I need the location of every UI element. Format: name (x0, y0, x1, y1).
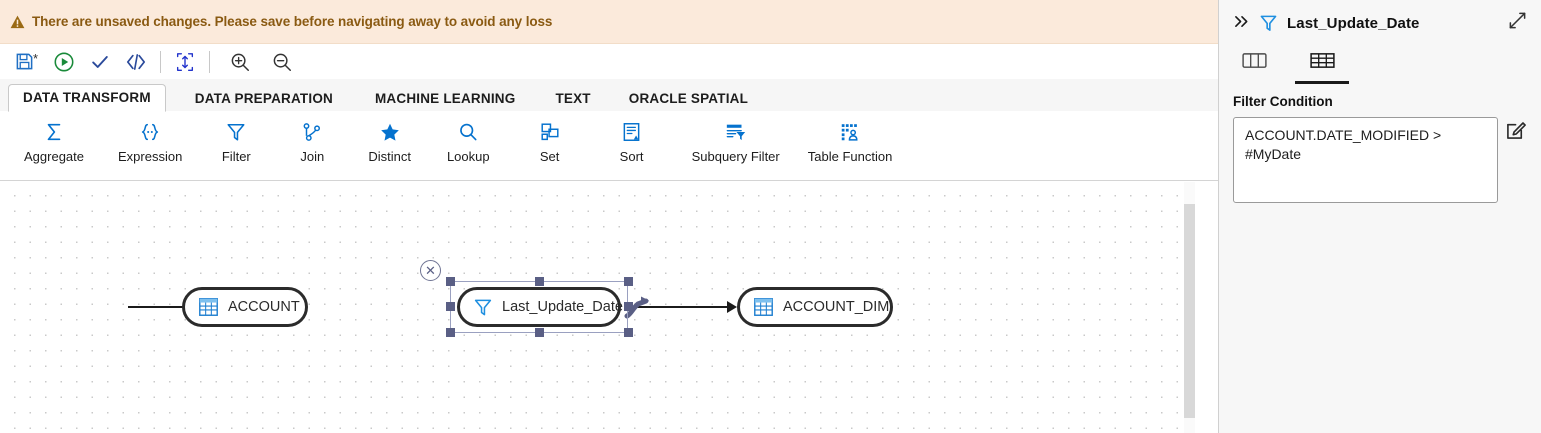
operator-distinct-label: Distinct (368, 149, 411, 164)
resize-handle-n[interactable] (535, 277, 544, 286)
operator-table-function-label: Table Function (807, 149, 893, 164)
subquery-filter-icon (724, 120, 748, 144)
node-account-dim[interactable]: ACCOUNT_DIM (737, 287, 893, 327)
properties-panel-tabs (1219, 46, 1541, 84)
zoom-in-icon[interactable] (222, 45, 258, 78)
operator-set[interactable]: Set (520, 117, 580, 164)
code-icon[interactable] (118, 45, 154, 78)
filter-condition-row: ACCOUNT.DATE_MODIFIED > #MyDate (1233, 117, 1527, 203)
operator-aggregate-label: Aggregate (24, 149, 84, 164)
funnel-icon (474, 298, 492, 317)
operator-distinct[interactable]: Distinct (358, 117, 421, 164)
table-function-icon (839, 120, 861, 144)
tab-data-preparation[interactable]: DATA PREPARATION (194, 91, 333, 106)
columns-icon (1241, 51, 1267, 75)
resize-handle-ne[interactable] (624, 277, 633, 286)
chevron-double-right-icon[interactable] (1233, 14, 1250, 33)
resize-handle-nw[interactable] (446, 277, 455, 286)
validate-check-icon[interactable] (82, 45, 118, 78)
zoom-out-icon[interactable] (264, 45, 300, 78)
properties-panel-title: Last_Update_Date (1287, 14, 1420, 32)
resize-handle-s[interactable] (535, 328, 544, 337)
funnel-icon (226, 120, 246, 144)
table-icon (199, 298, 218, 316)
magnifier-icon (457, 120, 479, 144)
operator-expression-label: Expression (118, 149, 183, 164)
operator-filter[interactable]: Filter (206, 117, 266, 164)
save-icon[interactable] (6, 45, 42, 78)
join-icon (301, 120, 323, 144)
dirty-marker: * (33, 50, 39, 66)
canvas-area: ✕ ACCOUNT (0, 182, 1218, 433)
operator-table-function[interactable]: Table Function (798, 117, 903, 164)
table-icon (754, 298, 773, 316)
properties-panel-header: Last_Update_Date (1219, 0, 1541, 46)
operator-expression[interactable]: Expression (108, 117, 192, 164)
operator-lookup-label: Lookup (446, 149, 490, 164)
operator-sort-label: Sort (619, 149, 644, 164)
warning-triangle-icon (10, 15, 25, 29)
toolbar-separator-1 (160, 50, 162, 73)
resize-handle-e[interactable] (624, 302, 633, 311)
operator-filter-label: Filter (221, 149, 251, 164)
resize-handle-se[interactable] (624, 328, 633, 337)
main-region: There are unsaved changes. Please save b… (0, 0, 1218, 433)
category-tabstrip: DATA TRANSFORM DATA PREPARATION MACHINE … (0, 79, 1218, 112)
operator-subquery-filter-label: Subquery Filter (691, 149, 780, 164)
canvas-vertical-scrollbar[interactable] (1184, 204, 1195, 418)
filter-condition-label: Filter Condition (1233, 94, 1333, 109)
set-shapes-icon (539, 120, 561, 144)
editor-toolbar: * (0, 44, 1218, 79)
sigma-icon (43, 120, 65, 144)
operator-subquery-filter[interactable]: Subquery Filter (682, 117, 790, 164)
properties-panel: Last_Update_Date (1218, 0, 1541, 433)
delete-node-badge[interactable]: ✕ (420, 260, 441, 281)
edge-filter-to-accountdim[interactable] (628, 306, 734, 308)
run-icon[interactable] (46, 45, 82, 78)
operator-sort[interactable]: Sort (602, 117, 662, 164)
operator-join[interactable]: Join (282, 117, 342, 164)
resize-handle-w[interactable] (446, 302, 455, 311)
braces-icon (138, 120, 162, 144)
columns-view-tab[interactable] (1233, 49, 1275, 80)
operator-ribbon: Aggregate Expression (0, 111, 1218, 181)
toolbar-separator-2 (209, 50, 211, 73)
sort-list-icon (621, 120, 642, 144)
node-last-update-date[interactable]: Last_Update_Date (457, 287, 623, 327)
filter-condition-input[interactable]: ACCOUNT.DATE_MODIFIED > #MyDate (1233, 117, 1498, 203)
node-account[interactable]: ACCOUNT (182, 287, 308, 327)
node-account-label: ACCOUNT (228, 299, 300, 315)
expand-diagonal-icon[interactable] (1508, 11, 1527, 35)
funnel-icon (1260, 14, 1277, 32)
edit-pencil-icon[interactable] (1506, 117, 1527, 145)
operator-join-label: Join (300, 149, 325, 164)
unsaved-changes-text: There are unsaved changes. Please save b… (32, 14, 553, 29)
resize-handle-sw[interactable] (446, 328, 455, 337)
flow-canvas[interactable]: ✕ ACCOUNT (0, 182, 1200, 433)
operator-set-label: Set (539, 149, 560, 164)
node-last-update-date-label: Last_Update_Date (502, 299, 623, 315)
grid-view-tab[interactable] (1295, 49, 1349, 84)
properties-panel-body: Filter Condition ACCOUNT.DATE_MODIFIED >… (1219, 82, 1541, 203)
star-icon (379, 120, 401, 144)
table-grid-icon (1309, 51, 1335, 75)
tab-machine-learning[interactable]: MACHINE LEARNING (374, 91, 516, 106)
tab-text[interactable]: TEXT (555, 91, 591, 106)
tab-data-transform[interactable]: DATA TRANSFORM (8, 84, 166, 112)
operator-lookup[interactable]: Lookup (437, 117, 500, 164)
node-account-dim-label: ACCOUNT_DIM (783, 299, 890, 315)
edge-arrowhead (727, 301, 737, 313)
unsaved-changes-banner: There are unsaved changes. Please save b… (0, 0, 1218, 44)
tab-oracle-spatial[interactable]: ORACLE SPATIAL (628, 91, 749, 106)
fit-to-screen-icon[interactable] (167, 45, 203, 78)
operator-aggregate[interactable]: Aggregate (14, 117, 94, 164)
